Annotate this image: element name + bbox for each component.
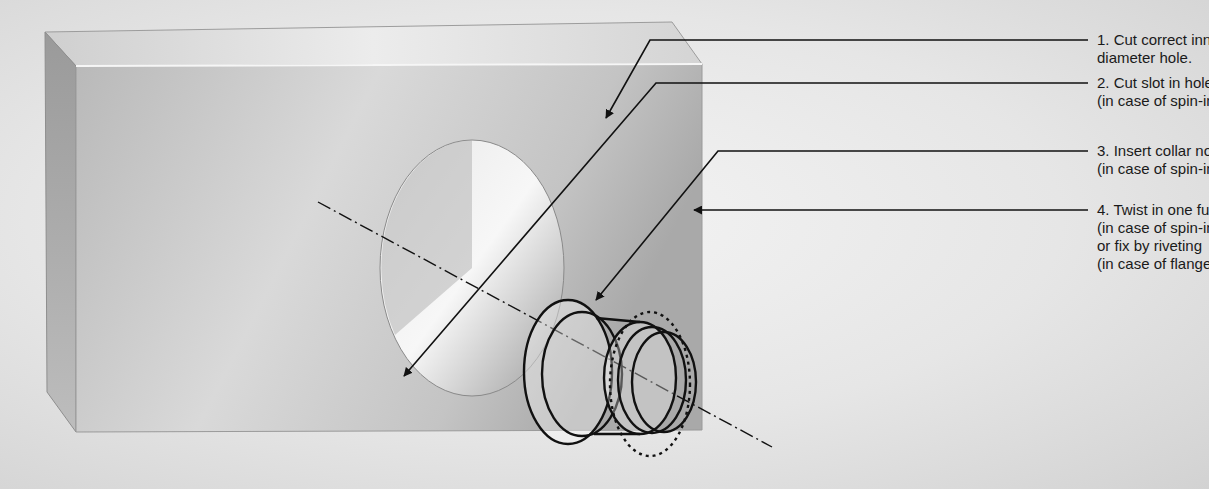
collar-ring (618, 327, 686, 433)
collar-flange-ring (524, 300, 612, 444)
duct-top-face (45, 22, 702, 66)
step-instruction: 1. Cut correct inner diameter hole. (1097, 31, 1209, 67)
duct-edge-highlight (76, 64, 702, 66)
leader-line (596, 151, 1088, 300)
twist-path-dotted (610, 312, 690, 456)
step-instruction: 3. Insert collar notch into cut slot (in… (1097, 142, 1209, 178)
hole-interior-shade (381, 140, 472, 335)
spin-in-collar (524, 300, 696, 456)
step-instruction: 4. Twist in one full turn (in case of sp… (1097, 201, 1209, 273)
leader-lines (404, 40, 1088, 376)
step-instruction: 2. Cut slot in hole edge. (in case of sp… (1097, 74, 1209, 110)
leader-line (404, 83, 1088, 376)
collar-end-ring (632, 332, 696, 432)
duct-end-face (45, 32, 76, 432)
leader-line (694, 209, 1088, 211)
leader-line (606, 40, 1088, 118)
axis-line (318, 202, 772, 447)
